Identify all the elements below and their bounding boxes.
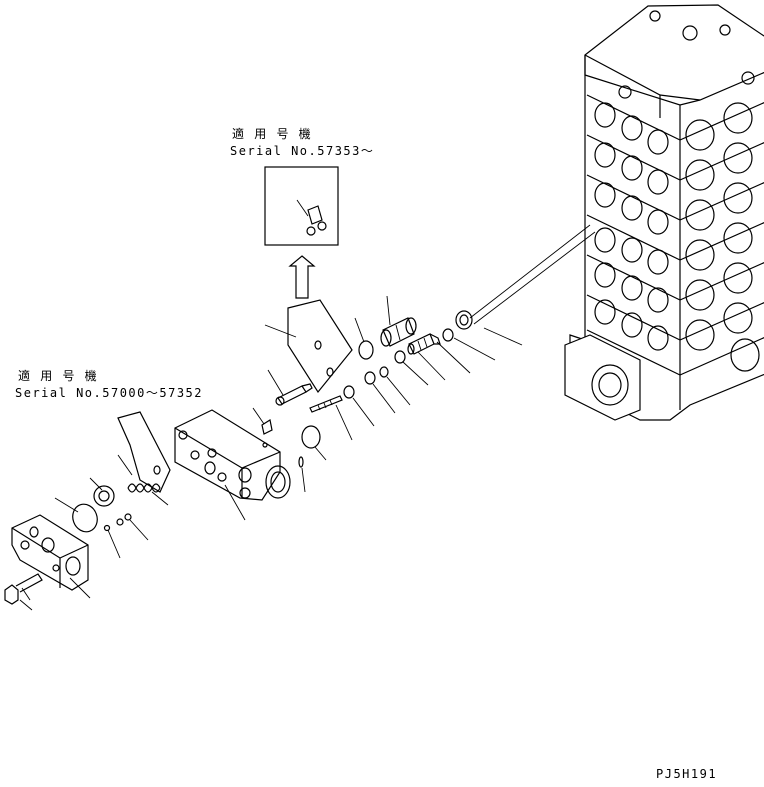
control-valve-assembly — [564, 4, 764, 421]
plate-old — [117, 411, 171, 493]
detail-box — [264, 166, 339, 246]
valve-ports — [594, 102, 760, 372]
spring — [127, 483, 161, 493]
threaded-rod — [309, 395, 343, 413]
washer — [93, 485, 115, 507]
bolt — [4, 573, 43, 605]
leader-lines — [19, 295, 523, 611]
upper-applicable-label: 適 用 号 機 — [232, 126, 312, 141]
upper-serial-callout: 適 用 号 機 Serial No.57353～ — [230, 126, 374, 299]
lower-serial-label: Serial No.57000～57352 — [15, 386, 203, 400]
sleeve — [380, 317, 417, 347]
lower-serial-callout: 適 用 号 機 Serial No.57000～57352 — [15, 368, 203, 400]
upper-serial-label: Serial No.57353～ — [230, 144, 374, 158]
valve-block — [174, 409, 291, 501]
end-cover — [11, 514, 89, 591]
plate-new — [287, 299, 353, 394]
plug — [455, 310, 473, 330]
o-ring-cover — [72, 503, 98, 533]
check-valve — [407, 333, 441, 355]
o-ring-large — [301, 425, 321, 449]
spool — [277, 385, 307, 405]
small-plug — [261, 419, 273, 435]
exploded-parts — [4, 224, 596, 605]
o-ring-small — [298, 456, 304, 468]
valve-sections — [586, 94, 764, 376]
lower-applicable-label: 適 用 号 機 — [18, 368, 98, 383]
up-arrow-icon — [288, 255, 316, 299]
figure-code: PJ5H191 — [656, 767, 717, 781]
